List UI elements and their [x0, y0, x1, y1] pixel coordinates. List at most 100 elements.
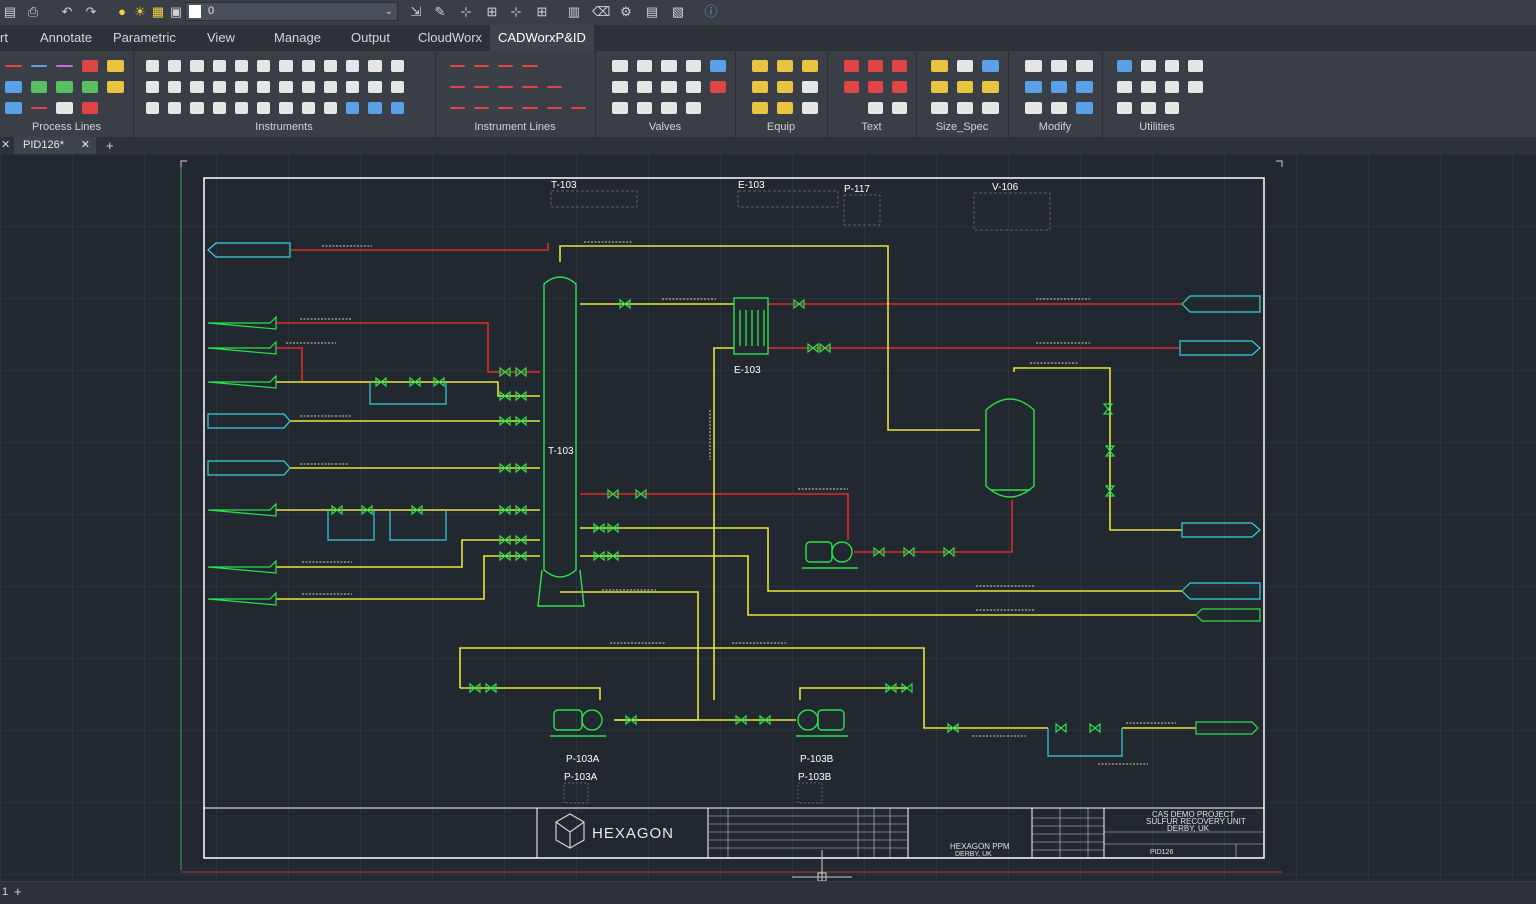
- instrument-line-icon[interactable]: [495, 78, 516, 96]
- size-spec-icon[interactable]: [928, 57, 951, 75]
- size-spec-icon[interactable]: [928, 78, 951, 96]
- utility-icon[interactable]: [1162, 78, 1183, 96]
- modify-icon[interactable]: [1022, 57, 1045, 75]
- pid-drawing[interactable]: T-103 E-103 P-117 V-106: [0, 154, 1536, 881]
- valve-icon[interactable]: [683, 78, 705, 96]
- instrument-icon[interactable]: [410, 78, 429, 96]
- modify-icon[interactable]: [1073, 57, 1096, 75]
- process-line-icon[interactable]: [53, 78, 76, 96]
- equipment-icon[interactable]: [799, 57, 821, 75]
- instrument-icon[interactable]: [254, 78, 273, 96]
- instrument-icon[interactable]: [210, 78, 229, 96]
- text-icon[interactable]: [865, 78, 886, 96]
- modify-icon[interactable]: [1073, 78, 1096, 96]
- instrument-line-icon[interactable]: [495, 99, 516, 117]
- instrument-icon[interactable]: [321, 78, 340, 96]
- instrument-icon[interactable]: [187, 99, 206, 117]
- save-icon[interactable]: ▤: [3, 4, 17, 19]
- redo-icon[interactable]: ↷: [85, 4, 97, 19]
- instrument-icon[interactable]: [276, 99, 295, 117]
- tool-4-icon[interactable]: ⊞: [536, 4, 548, 19]
- tab-manage[interactable]: Manage: [274, 30, 321, 45]
- image-icon[interactable]: ▧: [671, 4, 685, 19]
- instrument-line-icon[interactable]: [568, 78, 589, 96]
- instrument-icon[interactable]: [365, 57, 384, 75]
- instrument-line-icon[interactable]: [471, 78, 492, 96]
- tool-1-icon[interactable]: ⊹: [460, 4, 472, 19]
- match-layer-icon[interactable]: ⇲: [410, 4, 422, 19]
- valve-icon[interactable]: [634, 78, 656, 96]
- utility-icon[interactable]: [1185, 57, 1206, 75]
- tab-insert[interactable]: rt: [0, 30, 8, 45]
- print-icon[interactable]: ⎙: [27, 4, 39, 19]
- instrument-line-icon[interactable]: [544, 57, 565, 75]
- modify-icon[interactable]: [1048, 99, 1071, 117]
- layout-tab[interactable]: 1: [2, 886, 9, 898]
- instrument-line-icon[interactable]: [471, 99, 492, 117]
- instrument-icon[interactable]: [254, 57, 273, 75]
- valve-icon[interactable]: [658, 78, 680, 96]
- instrument-icon[interactable]: [276, 57, 295, 75]
- instrument-line-icon[interactable]: [447, 99, 468, 117]
- document-tab[interactable]: PID126* ✕: [14, 137, 96, 154]
- valve-icon[interactable]: [634, 99, 656, 117]
- instrument-line-icon[interactable]: [519, 78, 540, 96]
- instrument-line-icon[interactable]: [544, 99, 565, 117]
- valve-icon[interactable]: [609, 99, 631, 117]
- instrument-icon[interactable]: [143, 99, 162, 117]
- modify-icon[interactable]: [1022, 99, 1045, 117]
- process-line-icon[interactable]: [2, 57, 25, 75]
- valve-icon[interactable]: [658, 57, 680, 75]
- instrument-icon[interactable]: [343, 78, 362, 96]
- text-icon[interactable]: [841, 57, 862, 75]
- instrument-icon[interactable]: [143, 78, 162, 96]
- valve-icon[interactable]: [658, 99, 680, 117]
- instrument-line-icon[interactable]: [495, 57, 516, 75]
- process-line-icon[interactable]: [28, 78, 51, 96]
- instrument-icon[interactable]: [232, 99, 251, 117]
- utility-icon[interactable]: [1162, 57, 1183, 75]
- utility-icon[interactable]: [1114, 99, 1135, 117]
- modify-icon[interactable]: [1073, 99, 1096, 117]
- instrument-icon[interactable]: [410, 57, 429, 75]
- eraser-icon[interactable]: ⌫: [592, 4, 611, 19]
- instrument-icon[interactable]: [187, 57, 206, 75]
- instrument-line-icon[interactable]: [519, 99, 540, 117]
- instrument-icon[interactable]: [276, 78, 295, 96]
- valve-icon[interactable]: [683, 57, 705, 75]
- text-icon[interactable]: [889, 78, 910, 96]
- utility-icon[interactable]: [1138, 57, 1159, 75]
- valve-icon[interactable]: [634, 57, 656, 75]
- settings-icon[interactable]: ⚙: [620, 4, 632, 19]
- instrument-icon[interactable]: [388, 99, 407, 117]
- instrument-line-icon[interactable]: [471, 57, 492, 75]
- valve-icon[interactable]: [707, 99, 729, 117]
- text-icon[interactable]: [841, 78, 862, 96]
- sun-icon[interactable]: ☀: [134, 4, 146, 19]
- process-line-icon[interactable]: [28, 99, 51, 117]
- valve-icon[interactable]: [683, 99, 705, 117]
- equipment-icon[interactable]: [774, 78, 796, 96]
- modify-icon[interactable]: [1048, 78, 1071, 96]
- utility-icon[interactable]: [1138, 78, 1159, 96]
- process-line-icon[interactable]: [2, 78, 25, 96]
- tab-annotate[interactable]: Annotate: [40, 30, 93, 45]
- instrument-line-icon[interactable]: [447, 78, 468, 96]
- instrument-icon[interactable]: [165, 99, 184, 117]
- utility-icon[interactable]: [1185, 99, 1206, 117]
- tab-view[interactable]: View: [207, 30, 235, 45]
- tab-parametric[interactable]: Parametric: [113, 30, 176, 45]
- add-layout-button[interactable]: +: [14, 884, 22, 899]
- process-line-icon[interactable]: [104, 99, 127, 117]
- instrument-icon[interactable]: [143, 57, 162, 75]
- report-icon[interactable]: ▤: [645, 4, 659, 19]
- undo-icon[interactable]: ↶: [61, 4, 73, 19]
- instrument-icon[interactable]: [210, 57, 229, 75]
- new-tab-button[interactable]: +: [106, 138, 114, 153]
- utility-icon[interactable]: [1162, 99, 1183, 117]
- utility-icon[interactable]: [1138, 99, 1159, 117]
- modify-icon[interactable]: [1022, 78, 1045, 96]
- instrument-icon[interactable]: [165, 78, 184, 96]
- equipment-icon[interactable]: [749, 78, 771, 96]
- process-line-icon[interactable]: [53, 57, 76, 75]
